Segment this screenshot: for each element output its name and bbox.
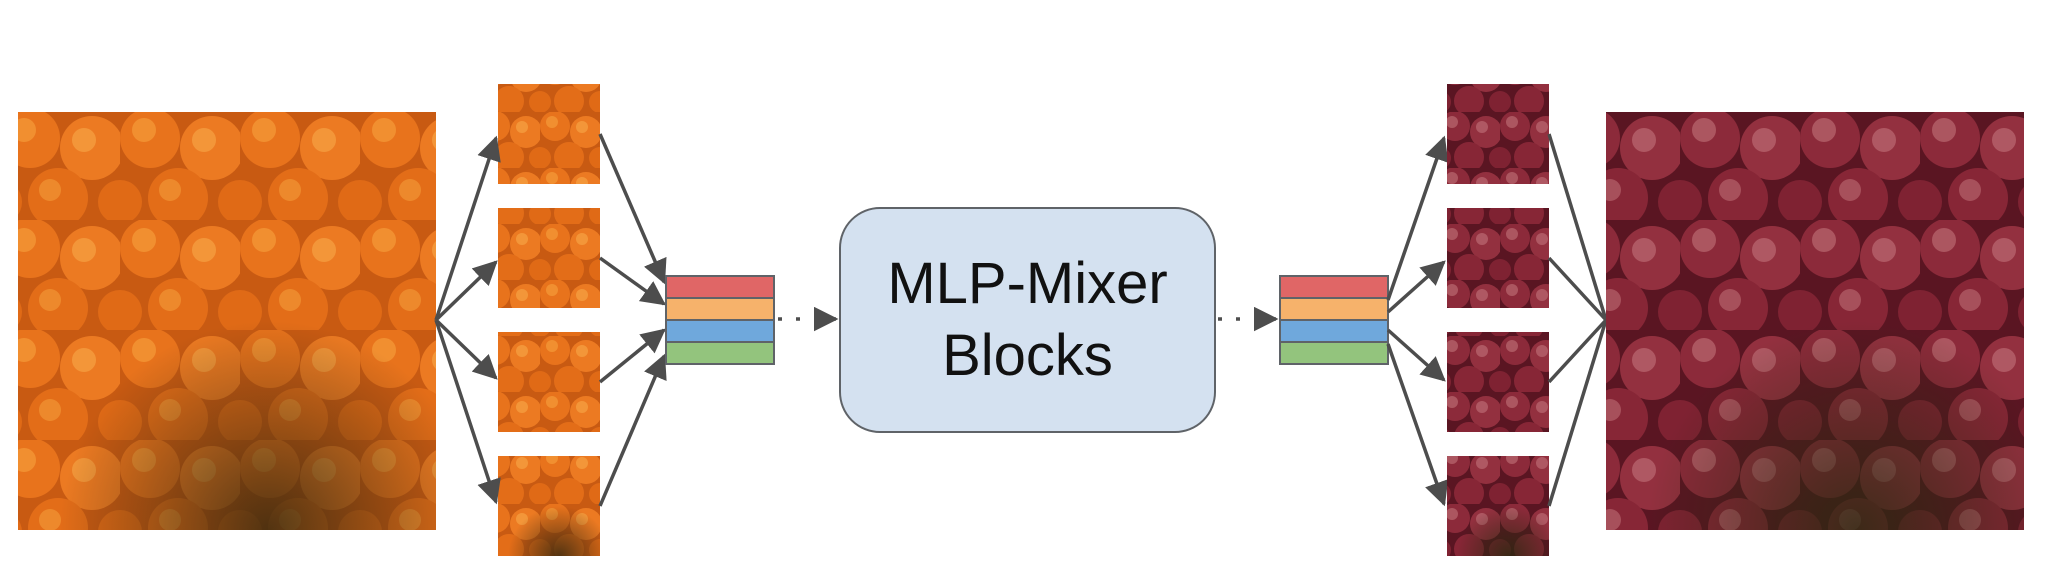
arrow-icon	[1386, 135, 1449, 301]
input-patch	[498, 456, 600, 556]
output-patch	[1447, 84, 1549, 184]
arrow-icon	[1386, 328, 1446, 382]
input-patch	[498, 332, 600, 432]
token-blue	[665, 319, 775, 343]
token-red	[1279, 275, 1389, 299]
token-orange	[1279, 297, 1389, 321]
arrow-icon	[434, 260, 498, 322]
arrow-icon	[1386, 343, 1449, 507]
input-token-stack	[665, 275, 775, 365]
token-green	[665, 341, 775, 365]
arrow-icon	[598, 256, 666, 306]
input-image	[18, 112, 436, 530]
output-patch	[1447, 332, 1549, 432]
arrow-icon	[434, 318, 498, 380]
output-patches	[1447, 84, 1549, 556]
arrow-icon	[434, 319, 501, 505]
token-red	[665, 275, 775, 299]
embed-arrows	[598, 133, 667, 507]
token-blue	[1279, 319, 1389, 343]
input-patches	[498, 84, 600, 556]
token-green	[1279, 341, 1389, 365]
split-arrows	[434, 135, 501, 505]
output-patch	[1447, 208, 1549, 308]
mixer-block-box	[839, 207, 1216, 433]
arrow-icon	[598, 133, 667, 285]
input-patch	[498, 84, 600, 184]
output-token-stack	[1279, 275, 1389, 365]
input-patch	[498, 208, 600, 308]
token-orange	[665, 297, 775, 321]
merge-lines	[1547, 133, 1608, 507]
arrow-icon	[434, 135, 501, 321]
output-image	[1606, 112, 2024, 530]
arrow-icon	[598, 353, 667, 507]
unembed-arrows	[1386, 135, 1449, 507]
arrow-icon	[598, 328, 666, 384]
arrow-icon	[1386, 260, 1446, 314]
output-patch	[1447, 456, 1549, 556]
